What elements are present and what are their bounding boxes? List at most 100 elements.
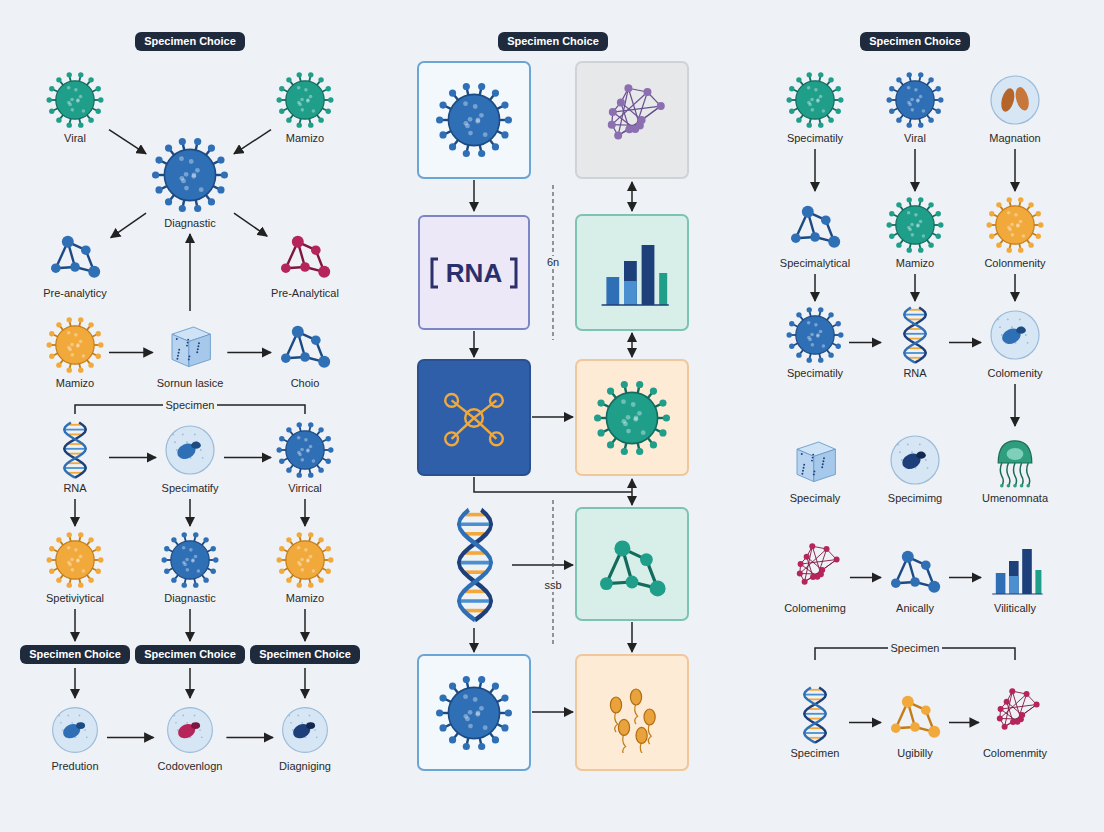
virus-icon [785, 70, 845, 130]
shape [998, 706, 1004, 712]
icon-node: Viral [45, 70, 105, 145]
shape [816, 99, 820, 103]
shape [896, 117, 901, 122]
shape [896, 242, 901, 247]
icon-node: Codovenlogn [158, 702, 223, 773]
shape [297, 122, 302, 127]
shape [277, 97, 282, 102]
shape [463, 676, 470, 683]
shape [88, 362, 93, 367]
shape [610, 697, 621, 713]
shape [300, 262, 310, 272]
shape [822, 109, 826, 113]
shape [1007, 197, 1012, 202]
arrow-line [631, 622, 633, 652]
node-caption: Mamizo [56, 377, 95, 390]
shape [318, 266, 330, 278]
shape [922, 109, 926, 113]
shape [318, 77, 323, 82]
shape [463, 83, 470, 90]
shape [657, 102, 665, 110]
shape [81, 245, 91, 255]
shape [813, 470, 815, 472]
shape [999, 326, 1001, 328]
shape [936, 211, 941, 216]
arrow-connector [849, 722, 881, 724]
shape [636, 448, 643, 455]
icon-node: Umenomnata [982, 430, 1048, 505]
shape [602, 304, 669, 305]
shape [306, 559, 310, 563]
shape [297, 436, 301, 440]
molecule-icon [885, 685, 945, 745]
arrow-line [631, 479, 633, 492]
shape [290, 722, 292, 724]
shape [98, 557, 103, 562]
shape [648, 723, 651, 744]
icon-node: Anically [885, 540, 945, 615]
shape [279, 436, 284, 441]
shape [897, 444, 899, 446]
shape [178, 349, 180, 351]
shape [76, 344, 80, 348]
shape [483, 132, 488, 137]
panel-box [418, 655, 530, 770]
panel-icon [436, 83, 512, 157]
node-caption: Pre-analyticy [43, 287, 107, 300]
shape [635, 92, 647, 129]
node-caption: Colomenimg [784, 602, 846, 615]
panel-box [576, 360, 688, 475]
shape [328, 447, 333, 452]
shape [62, 236, 74, 248]
shape [891, 578, 901, 588]
header-pill: Specimen Choice [250, 645, 360, 664]
node-caption: Colonmenity [984, 257, 1045, 270]
shape [663, 414, 670, 421]
shape [836, 109, 841, 114]
shape [807, 72, 812, 77]
shape [64, 429, 86, 431]
node-caption: Ugibilly [897, 747, 932, 760]
panel-icon [602, 245, 669, 305]
panel-box [576, 215, 688, 330]
shape [88, 266, 100, 278]
shape [635, 703, 638, 724]
shape [479, 706, 484, 711]
shape [1007, 211, 1011, 215]
shape [318, 117, 323, 122]
shape [56, 537, 61, 542]
shape [811, 460, 813, 462]
shape [179, 176, 184, 181]
shape [904, 352, 926, 354]
shape [621, 381, 628, 388]
shape [211, 569, 216, 574]
shape [490, 432, 503, 445]
shape [279, 86, 284, 91]
icon-node: RNA [885, 305, 945, 380]
node-caption: Specimen Choice [869, 35, 961, 48]
shape [907, 247, 912, 252]
network-icon [985, 685, 1045, 745]
node-caption: Umenomnata [982, 492, 1048, 505]
shape [789, 344, 794, 349]
shape [621, 399, 626, 404]
arrow-connector [914, 149, 916, 191]
shape [823, 457, 825, 459]
shape [828, 117, 833, 122]
shape [51, 263, 61, 273]
arrow-connector [109, 457, 156, 459]
panel-icon [445, 394, 503, 445]
shape [621, 102, 642, 120]
shape [1007, 247, 1012, 252]
shape [1022, 234, 1026, 238]
shape [996, 573, 1006, 594]
icon-node: Specimimg [885, 430, 945, 505]
shape [439, 724, 446, 731]
shape [172, 334, 189, 366]
shape [889, 86, 894, 91]
shape [626, 415, 631, 420]
shape [62, 729, 64, 731]
shape [297, 72, 302, 77]
shape [836, 344, 841, 349]
shape [1009, 561, 1019, 594]
